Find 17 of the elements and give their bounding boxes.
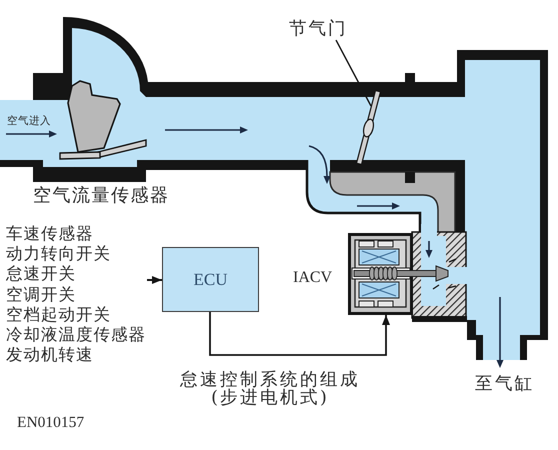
- signal-label: 发动机转速: [6, 345, 94, 366]
- part-label: 空气流量传感器: [33, 186, 170, 207]
- signal-label: 动力转向开关: [6, 244, 112, 264]
- arrow: [209, 312, 390, 356]
- signal-label: 怠速开关: [6, 264, 77, 285]
- flow-label: 至气缸: [475, 374, 534, 394]
- figure-code: EN010157: [17, 414, 84, 432]
- flow-label: 空气进入: [7, 115, 51, 128]
- signal-label: 车速传感器: [6, 224, 94, 244]
- control-box: ECU: [162, 247, 259, 312]
- arrow: [147, 276, 162, 284]
- part-label: IACV: [293, 269, 332, 287]
- part-label: 节气门: [289, 19, 348, 40]
- signal-label: 空档起动开关: [6, 304, 112, 326]
- caption: 怠速控制系统的组成(步进电机式): [179, 371, 361, 407]
- signal-label: 冷却液温度传感器: [6, 325, 146, 346]
- signal-label: 空调开关: [6, 284, 77, 305]
